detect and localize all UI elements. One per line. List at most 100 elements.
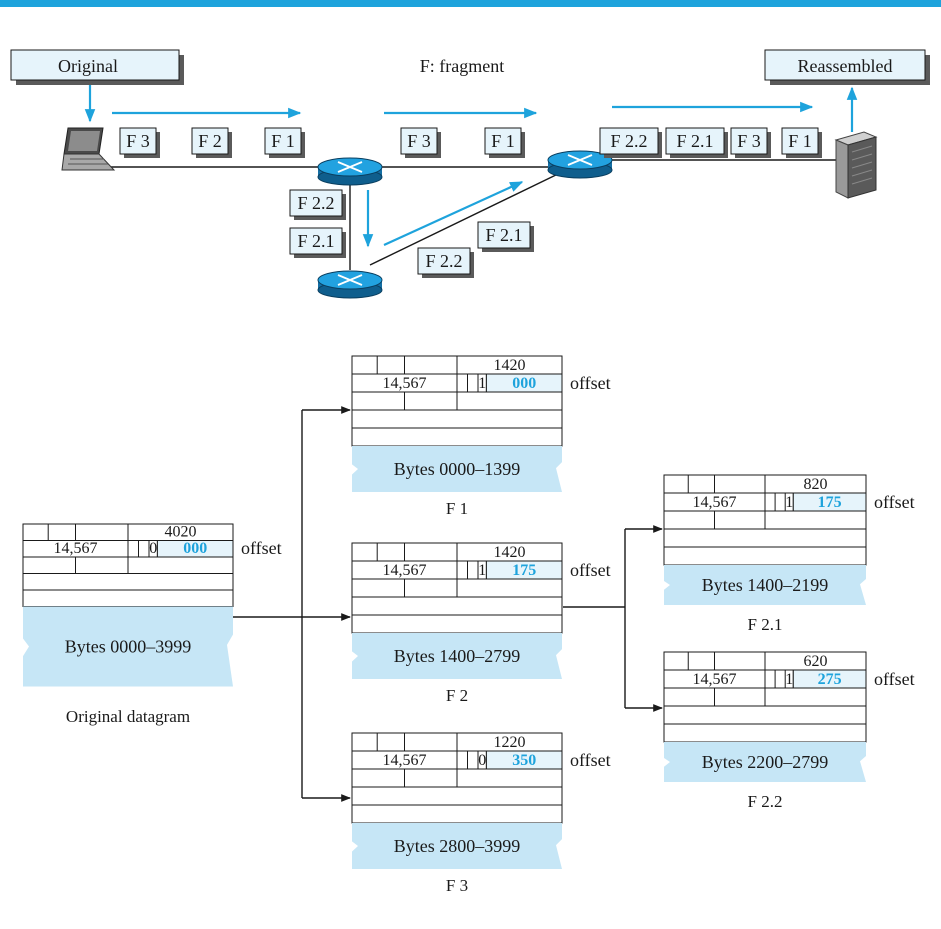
payload-bytes: Bytes 0000–1399: [394, 459, 521, 479]
fragment-offset: 175: [818, 494, 842, 511]
original-label-box: Original: [10, 49, 184, 85]
payload-bytes: Bytes 1400–2799: [394, 646, 521, 666]
datagram-caption: F 2.2: [748, 792, 783, 811]
datagram-caption: F 2: [446, 686, 468, 705]
fragment-label: F 2.2: [599, 127, 662, 158]
laptop-icon: [61, 127, 116, 171]
svg-text:F 3: F 3: [737, 131, 761, 151]
total-length: 820: [804, 476, 828, 493]
router-3-icon: [317, 270, 383, 299]
payload-bytes: Bytes 0000–3999: [65, 637, 192, 657]
offset-label: offset: [241, 538, 282, 558]
server-icon: [834, 131, 878, 199]
offset-label: offset: [570, 750, 611, 770]
offset-field: [792, 492, 867, 512]
fragment-label: F 2.1: [289, 227, 346, 258]
svg-text:F 2.1: F 2.1: [297, 231, 334, 251]
svg-text:F 2.2: F 2.2: [610, 131, 647, 151]
fragment-label: F 2.1: [477, 221, 534, 252]
reassembled-label: Reassembled: [798, 56, 893, 76]
payload-block: [664, 742, 866, 782]
down-fragments: F 2.2 F 2.1: [289, 189, 346, 258]
fragment-label: F 1: [781, 127, 822, 158]
fragment-offset: 175: [512, 562, 536, 579]
datagram-caption: F 3: [446, 876, 468, 895]
datagram-caption: Original datagram: [66, 707, 190, 726]
more-fragments-flag: 1: [785, 671, 793, 688]
network-links: [110, 159, 836, 270]
svg-text:F 1: F 1: [788, 131, 812, 151]
fragment-label: F 2.2: [289, 189, 346, 220]
identification: 14,567: [693, 494, 737, 511]
svg-text:F 2.2: F 2.2: [297, 193, 334, 213]
datagram-connectors: [233, 406, 663, 802]
fragment-label: F 3: [119, 127, 160, 158]
flow-arrows: [84, 85, 858, 248]
svg-text:F 1: F 1: [271, 131, 295, 151]
payload-block: [664, 565, 866, 605]
identification: 14,567: [383, 752, 427, 769]
total-length: 1420: [494, 357, 526, 374]
fragment-label: F 1: [264, 127, 305, 158]
link1-fragments: F 3 F 2 F 1: [119, 127, 305, 158]
offset-field: [485, 750, 563, 770]
fragment-offset: 000: [183, 540, 207, 557]
link3-fragments: F 2.2 F 2.1 F 3 F 1: [599, 127, 822, 158]
payload-block: [352, 823, 562, 869]
svg-text:F 2.2: F 2.2: [425, 251, 462, 271]
more-fragments-flag: 1: [478, 562, 486, 579]
offset-label: offset: [874, 492, 915, 512]
router-2-icon: [547, 150, 613, 179]
payload-block: [352, 446, 562, 492]
fragment-offset: 000: [512, 375, 536, 392]
svg-text:F 3: F 3: [126, 131, 150, 151]
total-length: 4020: [165, 524, 197, 541]
more-fragments-flag: 1: [478, 375, 486, 392]
svg-text:F 3: F 3: [407, 131, 431, 151]
payload-block: [23, 606, 233, 687]
fragment-offset: 275: [818, 671, 842, 688]
router-1-icon: [317, 157, 383, 186]
up-fragments: F 2.1 F 2.2: [417, 221, 534, 278]
link2-fragments: F 3 F 1: [400, 127, 525, 158]
fragment-label: F 3: [400, 127, 441, 158]
payload-bytes: Bytes 2800–3999: [394, 836, 521, 856]
identification: 14,567: [693, 671, 737, 688]
svg-text:F 2: F 2: [198, 131, 222, 151]
offset-field: [485, 373, 563, 393]
offset-field: [792, 669, 867, 689]
svg-text:F 2.1: F 2.1: [485, 225, 522, 245]
total-length: 620: [804, 653, 828, 670]
offset-label: offset: [570, 560, 611, 580]
offset-label: offset: [874, 669, 915, 689]
reassembled-label-box: Reassembled: [764, 49, 930, 85]
total-length: 1220: [494, 734, 526, 751]
top-rule: [0, 0, 941, 7]
more-fragments-flag: 1: [785, 494, 793, 511]
more-fragments-flag: 0: [149, 540, 157, 557]
fragment-label: F 1: [484, 127, 525, 158]
original-label: Original: [58, 56, 118, 76]
offset-field: [156, 540, 234, 558]
payload-block: [352, 633, 562, 679]
identification: 14,567: [383, 375, 427, 392]
payload-bytes: Bytes 1400–2199: [702, 575, 829, 595]
offset-field: [485, 560, 563, 580]
svg-text:F 1: F 1: [491, 131, 515, 151]
payload-bytes: Bytes 2200–2799: [702, 752, 829, 772]
fragment-label: F 2.1: [665, 127, 728, 158]
fragment-label: F 3: [730, 127, 771, 158]
svg-text:F 2.1: F 2.1: [676, 131, 713, 151]
identification: 14,567: [54, 540, 98, 557]
diagonal-arrow: [383, 180, 524, 247]
fragment-label: F 2.2: [417, 247, 474, 278]
